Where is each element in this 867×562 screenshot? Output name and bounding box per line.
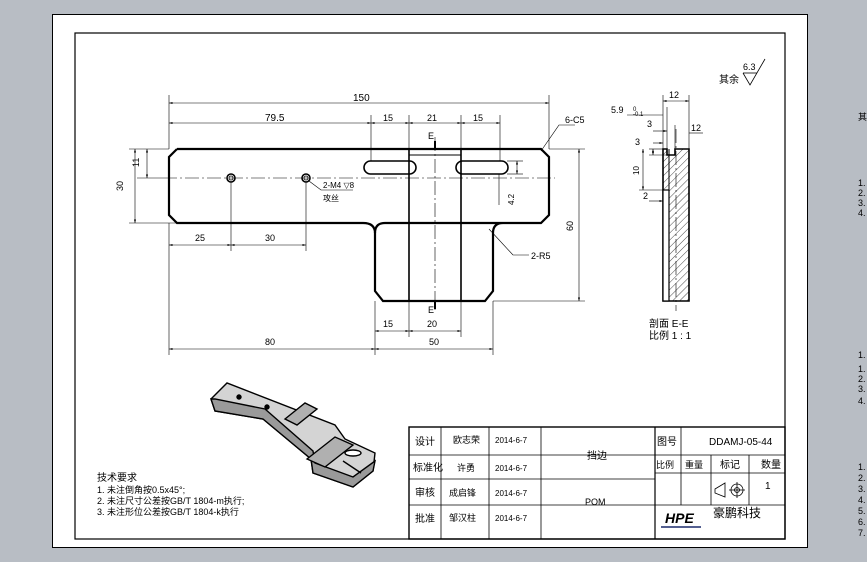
svg-text:标准化: 标准化 — [413, 461, 443, 474]
svg-text:20: 20 — [427, 319, 437, 329]
svg-text:标记: 标记 — [720, 459, 740, 471]
svg-text:2014-6-7: 2014-6-7 — [495, 436, 528, 445]
svg-text:2-R5: 2-R5 — [531, 251, 551, 261]
material: POM — [585, 497, 606, 507]
svg-text:15: 15 — [383, 319, 393, 329]
svg-text:许勇: 许勇 — [457, 462, 475, 473]
side-label: 2. — [858, 188, 866, 198]
part-outline-left — [167, 148, 377, 234]
part-name: 挡边 — [587, 449, 607, 462]
svg-text:设计: 设计 — [415, 435, 435, 448]
tol-upper: 0 — [633, 107, 637, 113]
svg-text:21: 21 — [427, 113, 437, 123]
drawing-sheet: E E — [52, 14, 808, 548]
svg-text:数量: 数量 — [761, 458, 781, 471]
svg-text:批准: 批准 — [415, 512, 435, 525]
slot-left — [363, 160, 417, 175]
company-name: 豪鹏科技 — [713, 505, 761, 520]
svg-text:审核: 审核 — [415, 486, 435, 499]
side-label: 3. — [858, 384, 866, 394]
svg-text:12: 12 — [669, 90, 679, 100]
isometric-view — [210, 382, 377, 488]
svg-text:其余: 其余 — [719, 73, 739, 86]
side-label: 1. — [858, 350, 866, 360]
svg-text:图号: 图号 — [657, 436, 677, 448]
company-logo: HPE — [665, 510, 694, 526]
svg-text:2: 2 — [643, 191, 648, 201]
title-block — [408, 426, 786, 540]
section-marker-top: E — [428, 131, 434, 141]
side-label: 4. — [858, 396, 866, 406]
side-label: 7. — [858, 528, 866, 538]
side-label: 5. — [858, 506, 866, 516]
svg-text:比例: 比例 — [656, 459, 674, 470]
section-inner — [662, 189, 670, 302]
front-view: E E — [163, 131, 555, 315]
svg-text:5.9: 5.9 — [611, 105, 624, 115]
side-label: 3. — [858, 484, 866, 494]
svg-text:50: 50 — [429, 337, 439, 347]
svg-text:6.3: 6.3 — [743, 62, 756, 72]
svg-text:12: 12 — [691, 123, 701, 133]
svg-text:15: 15 — [473, 113, 483, 123]
svg-text:2014-6-7: 2014-6-7 — [495, 514, 528, 523]
svg-text:150: 150 — [353, 93, 370, 104]
side-label: 1. — [858, 364, 866, 374]
dimension-texts: 150 79.5 15 21 15 6-C5 30 11 60 25 30 80… — [115, 93, 585, 347]
quantity: 1 — [765, 481, 771, 492]
svg-text:2014-6-7: 2014-6-7 — [495, 489, 528, 498]
svg-text:25: 25 — [195, 233, 205, 243]
roughness-symbol: 其余 6.3 — [719, 58, 766, 86]
svg-text:攻丝: 攻丝 — [323, 193, 339, 203]
svg-text:3: 3 — [647, 119, 652, 129]
svg-text:30: 30 — [265, 233, 275, 243]
svg-text:成启锋: 成启锋 — [449, 487, 476, 498]
side-label: 1. — [858, 178, 866, 188]
svg-text:邹汉柱: 邹汉柱 — [449, 512, 476, 523]
svg-text:79.5: 79.5 — [265, 113, 285, 124]
svg-text:欧志荣: 欧志荣 — [453, 434, 480, 445]
drawing-canvas: E E — [74, 32, 786, 540]
notes-title: 技术要求 — [97, 471, 137, 484]
svg-text:4.2: 4.2 — [507, 193, 516, 205]
drawing-number: DDAMJ-05-44 — [709, 437, 773, 448]
side-label: 其 — [858, 112, 867, 122]
svg-text:6-C5: 6-C5 — [565, 115, 585, 125]
note-1: 1. 未注倒角按0.5x45°; — [97, 484, 185, 495]
svg-text:60: 60 — [565, 221, 575, 231]
side-label: 2. — [858, 473, 866, 483]
svg-text:10: 10 — [632, 166, 641, 175]
svg-text:重量: 重量 — [685, 459, 703, 470]
note-2: 2. 未注尺寸公差按GB/T 1804-m执行; — [97, 495, 244, 506]
title-block-texts: 设计 欧志荣 2014-6-7 标准化 许勇 2014-6-7 审核 成启锋 2… — [413, 434, 781, 528]
tol-lower: -0.1 — [633, 112, 644, 118]
side-label: 3. — [858, 198, 866, 208]
section-scale: 比例 1 : 1 — [649, 329, 692, 342]
svg-text:2014-6-7: 2014-6-7 — [495, 464, 528, 473]
section-texts: 12 5.9 0 -0.1 3 3 12 10 2 剖面 E-E 比例 1 : … — [611, 90, 701, 342]
technical-notes: 技术要求 1. 未注倒角按0.5x45°; 2. 未注尺寸公差按GB/T 180… — [97, 471, 244, 517]
section-view — [662, 129, 690, 311]
side-label: 4. — [858, 208, 866, 218]
svg-text:2-M4 ▽8: 2-M4 ▽8 — [323, 181, 355, 190]
side-label: 1. — [858, 462, 866, 472]
section-marker-bottom: E — [428, 305, 434, 315]
side-label: 2. — [858, 374, 866, 384]
note-3: 3. 未注形位公差按GB/T 1804-k执行 — [97, 506, 239, 517]
svg-text:30: 30 — [115, 181, 125, 191]
part-outline — [177, 147, 551, 303]
projection-symbol — [714, 482, 745, 498]
slot-right — [455, 160, 509, 175]
side-label: 4. — [858, 495, 866, 505]
side-label: 6. — [858, 517, 866, 527]
svg-text:80: 80 — [265, 337, 275, 347]
svg-text:3: 3 — [635, 137, 640, 147]
dimensions — [129, 95, 585, 355]
section-dims — [627, 95, 703, 203]
svg-text:11: 11 — [131, 158, 141, 167]
svg-text:15: 15 — [383, 113, 393, 123]
section-label: 剖面 E-E — [649, 317, 689, 330]
